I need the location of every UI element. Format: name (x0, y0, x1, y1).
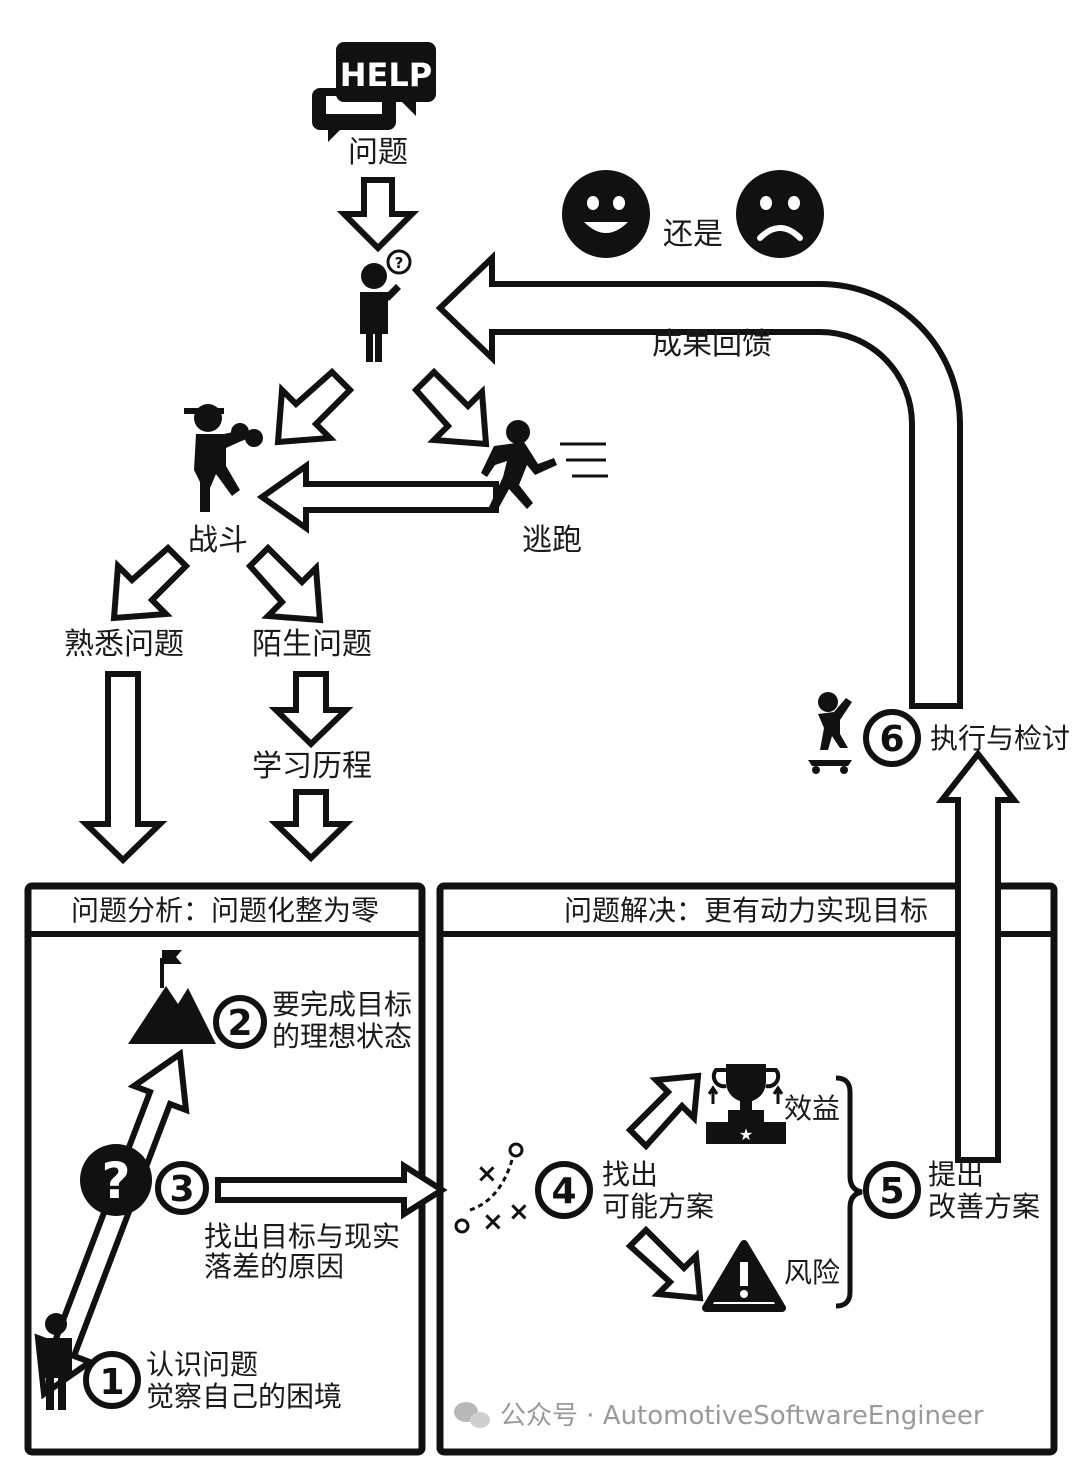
fight-label: 战斗 (188, 523, 248, 558)
step2-line2: 的理想状态 (272, 1020, 412, 1053)
runner-icon (481, 420, 608, 511)
arrow-to-benefit (625, 1072, 702, 1151)
svg-text:2: 2 (227, 1003, 252, 1044)
person-icon (40, 1313, 72, 1410)
arrow-analysis-to-solution (215, 1160, 448, 1220)
step3-line1: 找出目标与现实 (204, 1220, 400, 1253)
learning-label: 学习历程 (252, 749, 372, 784)
step1-line1: 认识问题 (146, 1348, 258, 1381)
feedback-label: 成果回馈 (652, 327, 772, 362)
step4-line1: 找出 (602, 1158, 658, 1191)
svg-text:1: 1 (99, 1362, 124, 1403)
arrow-to-unfamiliar (245, 543, 324, 624)
arrow-problem-to-person (336, 177, 420, 253)
analysis-panel-title: 问题分析：问题化整为零 (71, 894, 379, 927)
arrow-flee-to-fight (256, 460, 499, 534)
fighter-icon (184, 404, 263, 512)
svg-text:3: 3 (169, 1169, 194, 1210)
step4-badge: 4 (535, 1161, 593, 1219)
analysis-panel: 问题分析：问题化整为零 (24, 882, 426, 1456)
svg-text:×: × (482, 1207, 504, 1237)
step6-label: 执行与检讨 (930, 722, 1070, 755)
step5-badge: 5 (863, 1161, 921, 1219)
trophy-icon: ★ (706, 1064, 786, 1144)
svg-text:4: 4 (551, 1171, 576, 1212)
options-brace (835, 1075, 863, 1309)
unfamiliar-label: 陌生问题 (252, 627, 372, 662)
svg-text:6: 6 (879, 719, 904, 760)
solution-panel: 问题解决：更有动力实现目标 (436, 882, 1058, 1456)
arrow-to-flee (411, 367, 490, 448)
watermark: 公众号 · AutomotiveSoftwareEngineer (454, 1401, 984, 1431)
step3-badge: 3 (155, 1161, 209, 1215)
sad-face-icon (736, 170, 824, 258)
problem-label: 问题 (348, 135, 408, 170)
step5-line2: 改善方案 (928, 1190, 1040, 1223)
arrow-to-familiar (110, 543, 191, 622)
step2-badge: 2 (213, 995, 267, 1049)
risk-label: 风险 (784, 1256, 840, 1289)
flee-label: 逃跑 (522, 523, 582, 558)
thinking-person-icon: ? (360, 249, 412, 362)
mountain-flag-icon (128, 950, 216, 1044)
help-chat-icon: HELP (312, 42, 436, 142)
step5-line1: 提出 (928, 1158, 984, 1191)
familiar-label: 熟悉问题 (64, 627, 184, 662)
question-circle-icon: ? (80, 1144, 152, 1216)
step1-line2: 觉察自己的困境 (146, 1380, 342, 1413)
arrow-to-step6 (935, 749, 1021, 1163)
arrow-to-risk (625, 1225, 704, 1302)
svg-text:×: × (476, 1159, 498, 1189)
arrow-person-to-goal (34, 1048, 190, 1400)
svg-text:5: 5 (879, 1171, 904, 1212)
step1-badge: 1 (83, 1351, 141, 1409)
warning-icon (702, 1240, 786, 1312)
skateboarder-icon (808, 692, 852, 774)
happy-face-icon (562, 170, 650, 258)
step3-line2: 落差的原因 (204, 1250, 344, 1283)
step6-badge: 6 (863, 709, 921, 767)
arrow-to-fight (274, 367, 355, 446)
benefit-label: 效益 (784, 1092, 840, 1125)
arrow-learning-to-analysis (268, 789, 354, 863)
arrow-familiar-to-analysis (78, 671, 168, 865)
svg-text:?: ? (395, 254, 404, 272)
feedback-return-arrow (435, 250, 963, 709)
play-diagram-icon: × × × (454, 1142, 530, 1237)
watermark-text: 公众号 · AutomotiveSoftwareEngineer (500, 1401, 984, 1431)
or-label: 还是 (663, 217, 723, 252)
svg-text:×: × (508, 1197, 530, 1227)
arrow-unfamiliar-to-learning (268, 671, 354, 749)
step2-line1: 要完成目标 (272, 988, 412, 1021)
step4-line2: 可能方案 (602, 1190, 714, 1223)
svg-text:?: ? (101, 1152, 130, 1210)
solution-panel-title: 问题解决：更有动力实现目标 (564, 894, 928, 927)
wechat-icon (454, 1402, 490, 1428)
svg-text:★: ★ (739, 1125, 753, 1144)
help-badge-text: HELP (340, 56, 432, 94)
